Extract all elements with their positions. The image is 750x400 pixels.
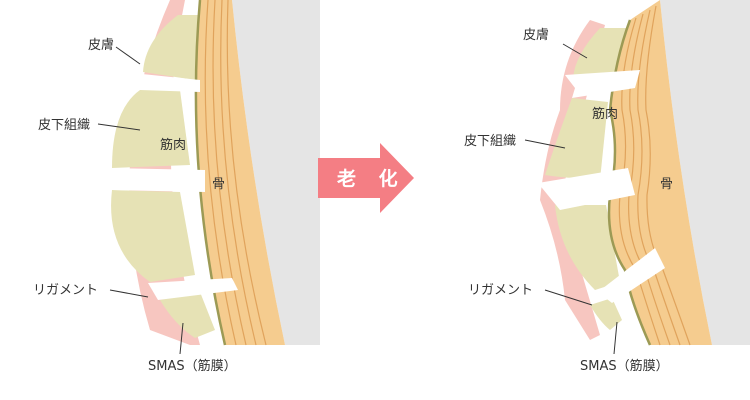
ligament-right-3 xyxy=(598,248,665,303)
young-face-cross-section xyxy=(111,0,320,346)
label-smas-left: SMAS（筋膜） xyxy=(148,358,237,374)
leader-skin-left xyxy=(115,46,141,65)
fat-lobe-left-1 xyxy=(143,15,200,80)
fat-lobe-left-2 xyxy=(112,90,190,168)
ligament-left-2 xyxy=(112,168,205,192)
label-muscle-left: 筋肉 xyxy=(160,137,186,153)
fat-lobe-right-2 xyxy=(545,98,608,180)
leader-subcutaneous-left xyxy=(97,123,141,131)
label-bone-left: 骨 xyxy=(212,177,225,192)
aging-arrow: 老 化 xyxy=(318,143,414,213)
ligament-left-3 xyxy=(148,278,238,300)
arrow-shape xyxy=(318,143,414,213)
label-ligament-right: リガメント xyxy=(468,283,533,298)
bone-right xyxy=(660,0,750,345)
label-subcutaneous-right: 皮下組織 xyxy=(464,134,516,149)
fat-lobe-right-3 xyxy=(555,205,620,290)
label-skin-left: 皮膚 xyxy=(88,37,114,53)
label-smas-right: SMAS（筋膜） xyxy=(580,358,669,374)
fat-lobe-left-4 xyxy=(160,292,215,338)
label-bone-right: 骨 xyxy=(660,177,673,192)
label-subcutaneous-left: 皮下組織 xyxy=(38,118,90,133)
muscle-fibers-left xyxy=(204,0,267,346)
arrow-label: 老 化 xyxy=(337,167,406,190)
leader-ligament-left xyxy=(109,289,149,298)
bone-left xyxy=(232,0,320,345)
ligament-right-1 xyxy=(565,70,640,98)
label-muscle-right: 筋肉 xyxy=(592,106,618,122)
leader-subcutaneous-right xyxy=(524,139,566,149)
leader-smas-right xyxy=(613,321,618,355)
label-ligament-left: リガメント xyxy=(33,283,98,298)
leader-smas-left xyxy=(179,322,184,355)
ligament-right-2 xyxy=(538,168,635,210)
ligament-left-1 xyxy=(140,74,200,92)
label-skin-right: 皮膚 xyxy=(523,27,549,43)
aged-face-cross-section xyxy=(538,0,750,346)
leader-ligament-right xyxy=(544,289,593,306)
muscle-left xyxy=(195,0,285,345)
fat-lobe-left-3 xyxy=(111,190,195,282)
fat-lobe-right-4 xyxy=(590,298,622,330)
leader-skin-right xyxy=(562,43,588,59)
